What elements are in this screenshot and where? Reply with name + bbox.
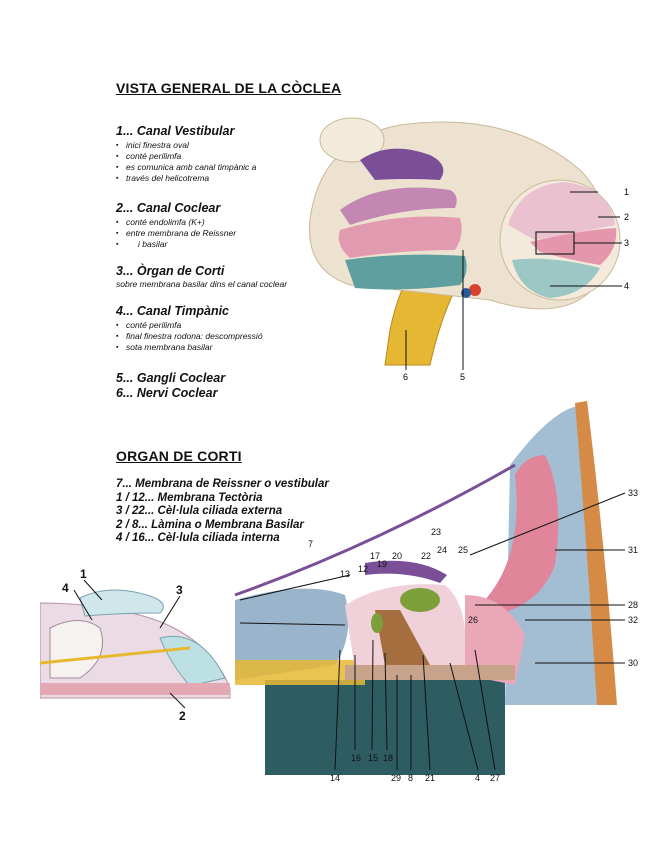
corti-label: 4 xyxy=(475,773,480,783)
pillar-cells xyxy=(375,610,430,665)
caption: 7... Membrana de Reissner o vestibular xyxy=(116,478,329,490)
corti-captions: 7... Membrana de Reissner o vestibular 1… xyxy=(116,478,376,546)
scala-tympani-block xyxy=(265,680,505,775)
section-text: sobre membrana basilar dins el canal coc… xyxy=(116,279,288,289)
bullet: entre membrana de Reissner xyxy=(116,228,326,239)
section-canal-timpanic: 4... Canal Timpànic conté perilimfa fina… xyxy=(116,304,326,353)
corti-label: 24 xyxy=(437,545,447,555)
artery xyxy=(469,284,481,296)
corti-label: 29 xyxy=(391,773,401,783)
corti-label: 27 xyxy=(490,773,500,783)
bullet: final finestra rodona: descompressió xyxy=(116,331,326,342)
corti-label: 14 xyxy=(330,773,340,783)
scala-section-purple xyxy=(360,148,444,180)
page-title: VISTA GENERAL DE LA CÒCLEA xyxy=(116,80,342,96)
basilar-membrane xyxy=(345,665,515,680)
bullet: inici finestra oval xyxy=(116,140,326,151)
corti-label: 17 xyxy=(370,551,380,561)
bullet: conté perilimfa xyxy=(116,151,326,162)
tectorial-membrane xyxy=(365,560,447,583)
corti-label: 15 xyxy=(368,753,378,763)
section-heading: 3... Òrgan de Corti xyxy=(116,264,225,278)
section-heading: 1... Canal Vestibular xyxy=(116,124,235,138)
bullet: conté endolimfa (K+) xyxy=(116,217,326,228)
corti-label: 21 xyxy=(425,773,435,783)
corti-label: 23 xyxy=(431,527,441,537)
reissner-membrane xyxy=(234,463,516,597)
caption: 1 / 12... Membrana Tectòria xyxy=(116,491,263,504)
inner-hair-cell xyxy=(371,613,383,633)
caption: 4 / 16... Cèl·lula ciliada interna xyxy=(116,532,280,544)
corti-label: 28 xyxy=(628,600,638,610)
corti-label: 16 xyxy=(351,753,361,763)
section-canal-coclear: 2... Canal Coclear conté endolimfa (K+) … xyxy=(116,201,326,250)
cochlea-label: 1 xyxy=(624,187,629,197)
cochlea-illustration: 1 2 3 4 5 6 xyxy=(309,117,629,382)
spiral-limbus xyxy=(235,588,349,680)
outer-hair-cells xyxy=(400,588,440,612)
scala-tympani-right xyxy=(512,258,600,298)
sketch-tunnel xyxy=(49,620,103,679)
cochlea-label: 2 xyxy=(624,212,629,222)
outer-sulcus xyxy=(465,595,525,685)
corti-label: 7 xyxy=(308,539,313,549)
sketch-nerve xyxy=(40,646,191,665)
corti-label: 26 xyxy=(468,615,478,625)
apex-coil xyxy=(319,117,385,163)
corti-label: 33 xyxy=(628,488,638,498)
section-organ-corti: 3... Òrgan de Corti sobre membrana basil… xyxy=(116,264,346,290)
bullet: es comunica amb canal timpànic a xyxy=(116,162,326,173)
stria-vascularis xyxy=(475,455,559,615)
corti-label: 30 xyxy=(628,658,638,668)
corti-label: 20 xyxy=(392,551,402,561)
corti-label: 32 xyxy=(628,615,638,625)
bullet-continuation: través del helicotrema xyxy=(116,173,326,184)
sketch-label: 4 xyxy=(62,581,69,595)
corti-label: 19 xyxy=(377,559,387,569)
organ-corti-illustration: 7 13 12 17 19 20 22 23 24 25 33 31 28 32… xyxy=(234,401,638,783)
corti-label: 18 xyxy=(383,753,393,763)
corti-label: 22 xyxy=(421,551,431,561)
section-heading: 2... Canal Coclear xyxy=(116,201,221,215)
cochlea-label: 3 xyxy=(624,238,629,248)
scala-media-right xyxy=(530,228,617,265)
corti-label: 31 xyxy=(628,545,638,555)
caption: 2 / 8... Làmina o Membrana Basilar xyxy=(116,518,304,531)
bullet: sota membrana basilar xyxy=(116,342,326,353)
section-gangli-coclear: 5... Gangli Coclear xyxy=(116,371,226,385)
cochlea-label: 4 xyxy=(624,281,629,291)
bone-edge xyxy=(575,401,617,705)
corti-label: 12 xyxy=(358,564,368,574)
cochlea-label: 6 xyxy=(403,372,408,382)
sketch-label: 1 xyxy=(80,568,87,581)
scala-tympani-left xyxy=(345,254,467,290)
nerve-fibers xyxy=(235,660,365,685)
corti-label: 8 xyxy=(408,773,413,783)
bullet: conté perilimfa xyxy=(116,320,326,331)
section-title-corti: ORGAN DE CORTI xyxy=(116,448,242,464)
corti-sketch: 1 4 3 2 xyxy=(40,568,231,723)
caption: 3 / 22... Cèl·lula ciliada externa xyxy=(116,505,283,517)
section-nervi-coclear: 6... Nervi Coclear xyxy=(116,386,218,400)
section-canal-vestibular: 1... Canal Vestibular inici finestra ova… xyxy=(116,124,326,184)
sketch-basilar xyxy=(40,683,230,695)
section-heading: 4... Canal Timpànic xyxy=(116,304,230,318)
bullet-continuation: i basilar xyxy=(116,239,326,250)
scala-vestibuli-right xyxy=(508,182,615,240)
corti-label: 13 xyxy=(340,569,350,579)
scala-vestibuli-left xyxy=(338,216,462,258)
cochlea-label: 5 xyxy=(460,372,465,382)
sketch-tectorial xyxy=(79,589,164,617)
scala-section-pink xyxy=(340,187,457,225)
sketch-label: 2 xyxy=(179,709,186,723)
corti-label: 25 xyxy=(458,545,468,555)
sketch-label: 3 xyxy=(176,583,183,597)
